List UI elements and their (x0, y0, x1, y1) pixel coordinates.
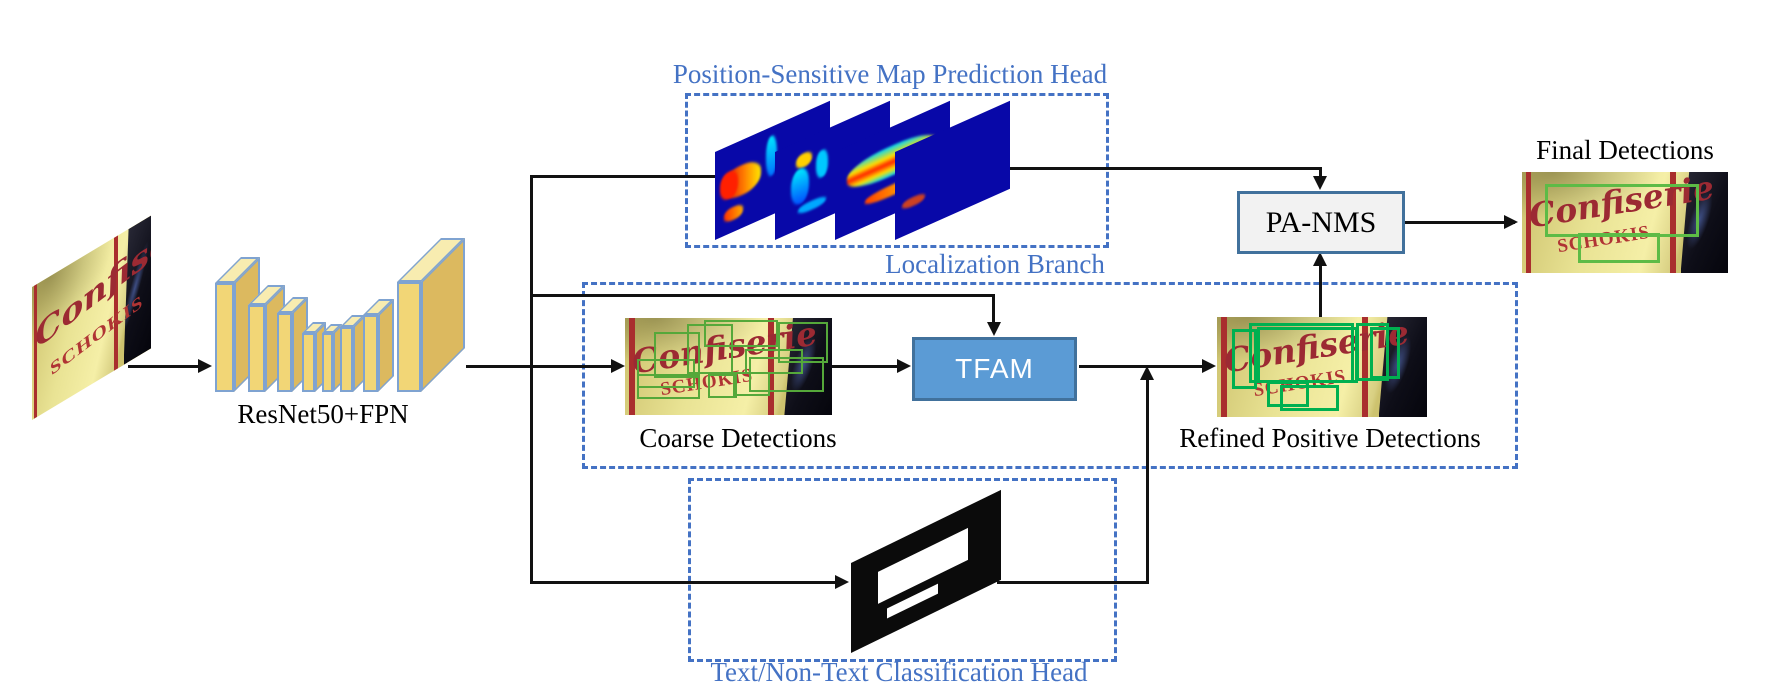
final-detections-image: Confiserie SCHOKIS (1522, 172, 1728, 273)
detection-box (749, 356, 824, 392)
detection-box (778, 321, 828, 363)
heatmap-blob (816, 147, 828, 180)
cls-head-label: Text/Non-Text Classification Head (710, 657, 1088, 687)
backbone-label: ResNet50+FPN (237, 399, 409, 429)
sign-stripe (1526, 172, 1532, 273)
detection-box (703, 319, 779, 348)
detection-box (637, 374, 700, 400)
slab-front-face (340, 327, 353, 392)
connector (530, 175, 768, 178)
slab-front-face (322, 333, 333, 392)
backbone-slab (248, 285, 285, 392)
connector (466, 365, 612, 368)
sign-stripe (1670, 172, 1677, 273)
arrowhead (611, 359, 625, 373)
connector (530, 581, 836, 584)
coarse-label: Coarse Detections (639, 423, 837, 453)
final-label: Final Detections (1536, 135, 1714, 165)
connector (128, 365, 206, 368)
connector (992, 294, 995, 326)
backbone-slab (302, 322, 326, 392)
tfam-box: TFAM (912, 337, 1077, 401)
localization-label: Localization Branch (885, 249, 1105, 279)
sign-stripe (1361, 317, 1369, 417)
coarse-detections-image: Confiserie SCHOKIS (625, 318, 832, 415)
backbone-slab (277, 297, 308, 392)
refined-detections-image: Confiserie SCHOKIS (1217, 317, 1427, 417)
sign-stripe (767, 318, 775, 415)
connector (1010, 167, 1322, 170)
backbone-slab (363, 299, 394, 392)
slab-front-face (363, 315, 378, 392)
refined-label: Refined Positive Detections (1179, 423, 1481, 453)
slab-front-face (248, 305, 265, 392)
cls-head-box (688, 478, 1117, 662)
heatmap-blob (719, 168, 738, 203)
arrowhead (1313, 176, 1327, 190)
connector (832, 365, 898, 368)
photo-dark-region (784, 318, 832, 415)
detection-box (1355, 323, 1390, 381)
backbone-slab (340, 315, 365, 392)
backbone-slab (215, 257, 260, 392)
arrowhead (1202, 359, 1216, 373)
pa-nms-box: PA-NMS (1237, 191, 1405, 254)
arrowhead (1504, 215, 1518, 229)
arrowhead (987, 322, 1001, 336)
detection-box (1370, 327, 1400, 379)
detection-box (637, 358, 696, 388)
tfam-label: TFAM (955, 353, 1034, 384)
slab-front-face (215, 283, 234, 392)
arrowhead (835, 575, 849, 589)
slab-front-face (302, 333, 315, 392)
detection-box (687, 323, 733, 375)
ps-head-box (685, 93, 1109, 248)
ps-head-label: Position-Sensitive Map Prediction Head (672, 59, 1108, 89)
arrowhead (198, 359, 212, 373)
photo-dark-region (1680, 172, 1728, 273)
connector (1319, 258, 1322, 317)
arrowhead (1313, 252, 1327, 266)
detection-box (1280, 385, 1339, 411)
detection-box (745, 349, 803, 375)
slab-front-face (277, 313, 292, 392)
pa-nms-label: PA-NMS (1265, 205, 1377, 239)
backbone-slab (322, 324, 342, 392)
arrowhead (1140, 366, 1154, 380)
backbone-slab (397, 238, 465, 392)
connector (1405, 221, 1515, 224)
connector (1319, 167, 1322, 181)
connector (530, 175, 533, 584)
heatmap-blob (724, 203, 743, 224)
arrowhead (897, 359, 911, 373)
detection-box (1577, 232, 1660, 263)
detection-box (653, 331, 700, 379)
sign-stripe (1221, 317, 1227, 417)
detection-box (1231, 329, 1257, 389)
connector (1146, 372, 1149, 584)
detection-box (1544, 184, 1700, 237)
localization-box (582, 282, 1518, 469)
connector (530, 294, 995, 297)
detection-box (1256, 327, 1358, 383)
slab-front-face (397, 282, 421, 392)
detection-box (1267, 381, 1310, 407)
connector (997, 581, 1149, 584)
heatmap-blob (901, 191, 925, 211)
detection-box (707, 374, 737, 398)
sign-stripe (629, 318, 635, 415)
